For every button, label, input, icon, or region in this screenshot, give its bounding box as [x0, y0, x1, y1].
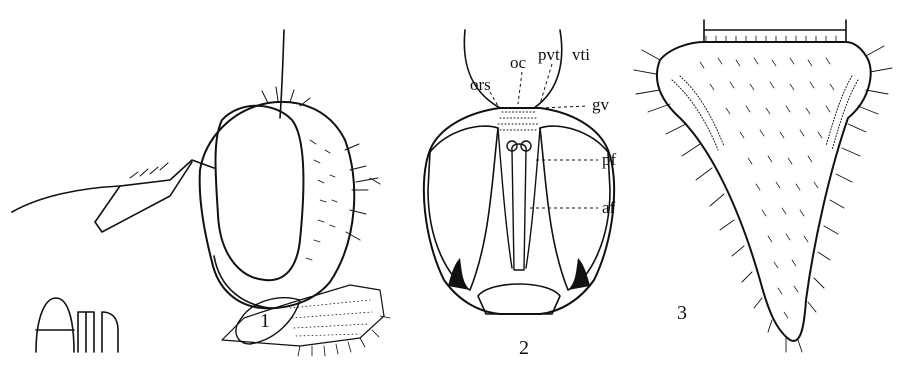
label-ors: ors [470, 75, 491, 94]
figure-1-head-lateral [12, 30, 390, 356]
figure-number-2: 2 [519, 337, 529, 359]
figure-number-3: 3 [677, 302, 687, 324]
label-pf: pf [602, 150, 617, 169]
label-gv: gv [592, 95, 610, 114]
label-vti: vti [572, 45, 590, 64]
figure-number-1: 1 [260, 310, 270, 332]
label-oc: oc [510, 53, 527, 72]
artist-monogram: AM [36, 298, 118, 352]
label-af: af [602, 198, 616, 217]
label-pvt: pvt [538, 45, 560, 64]
figure-2-head-frontal [424, 30, 614, 314]
figure-3-hairy-plate [634, 20, 892, 352]
